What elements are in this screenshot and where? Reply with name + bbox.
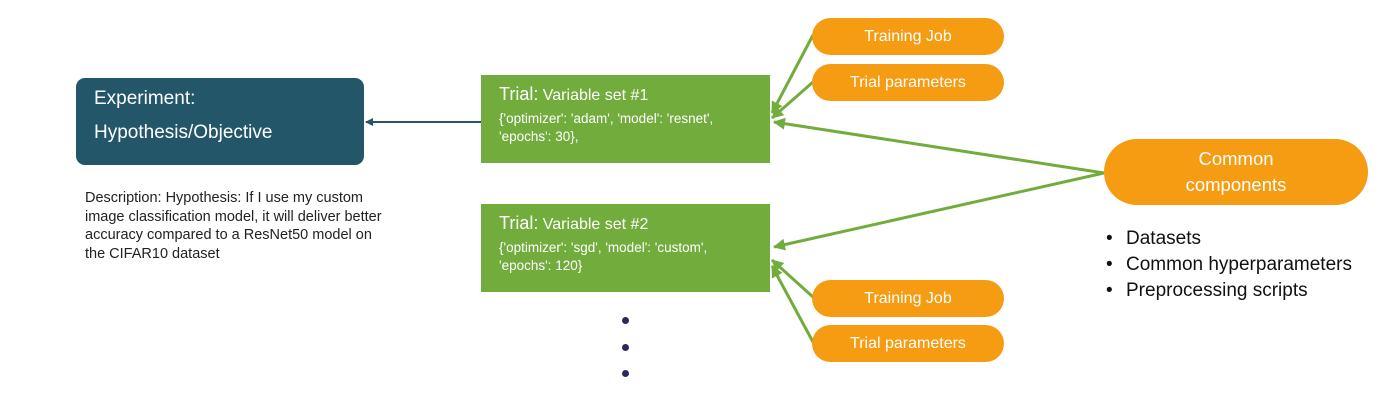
common-components-line2: components — [1185, 174, 1287, 195]
experiment-objective: Hypothesis/Objective — [94, 122, 273, 143]
list-item-label: Preprocessing scripts — [1126, 280, 1308, 301]
experiment-description: Description: Hypothesis: If I use my cus… — [85, 190, 382, 262]
trial-2-label: Trial: — [499, 213, 539, 233]
arrow-trial-params-to-trial-1 — [771, 80, 814, 120]
trial-2-name: Variable set #2 — [542, 216, 649, 233]
bullet-icon: • — [1106, 254, 1113, 275]
experiment-box: Experiment: Hypothesis/Objective — [76, 78, 364, 165]
trial-1-params: {'optimizer': 'adam', 'model': 'resnet',… — [499, 111, 714, 144]
trial-parameters-pill-2: Trial parameters — [812, 325, 1004, 362]
training-job-pill-2: Training Job — [812, 280, 1004, 317]
ellipsis-dot-icon — [622, 370, 629, 377]
common-components-line1: Common — [1198, 148, 1274, 169]
list-item-label: Common hyperparameters — [1126, 254, 1352, 275]
bullet-icon: • — [1106, 280, 1113, 301]
arrow-training-job-to-trial-1 — [770, 34, 815, 114]
trial-2-heading: Trial: Variable set #2 — [499, 213, 752, 235]
trial-2-params: {'optimizer': 'sgd', 'model': 'custom', … — [499, 240, 708, 273]
trial-1-label: Trial: — [499, 84, 539, 104]
list-item-label: Datasets — [1126, 228, 1201, 249]
bullet-icon: • — [1106, 228, 1113, 249]
trial-1-heading: Trial: Variable set #1 — [499, 84, 752, 106]
training-job-pill-1: Training Job — [812, 18, 1004, 55]
trial-parameters-pill-1: Trial parameters — [812, 64, 1004, 101]
ellipsis-dot-icon — [622, 344, 629, 351]
experiment-title: Experiment: — [94, 88, 196, 109]
trial-box-2: Trial: Variable set #2 {'optimizer': 'sg… — [481, 204, 770, 292]
arrow-common-to-trial-2 — [773, 171, 1105, 251]
list-item: • Datasets — [1106, 226, 1352, 252]
arrow-trial-params-to-trial-2 — [770, 265, 815, 343]
trial-1-name: Variable set #1 — [542, 87, 649, 104]
ellipsis-dot-icon — [622, 317, 629, 324]
arrow-common-to-trial-1 — [773, 117, 1105, 175]
list-item: • Preprocessing scripts — [1106, 278, 1352, 304]
list-item: • Common hyperparameters — [1106, 252, 1352, 278]
trial-box-1: Trial: Variable set #1 {'optimizer': 'ad… — [481, 75, 770, 163]
common-components-pill: Common components — [1104, 139, 1368, 205]
common-components-list: • Datasets • Common hyperparameters • Prepr… — [1106, 226, 1352, 304]
